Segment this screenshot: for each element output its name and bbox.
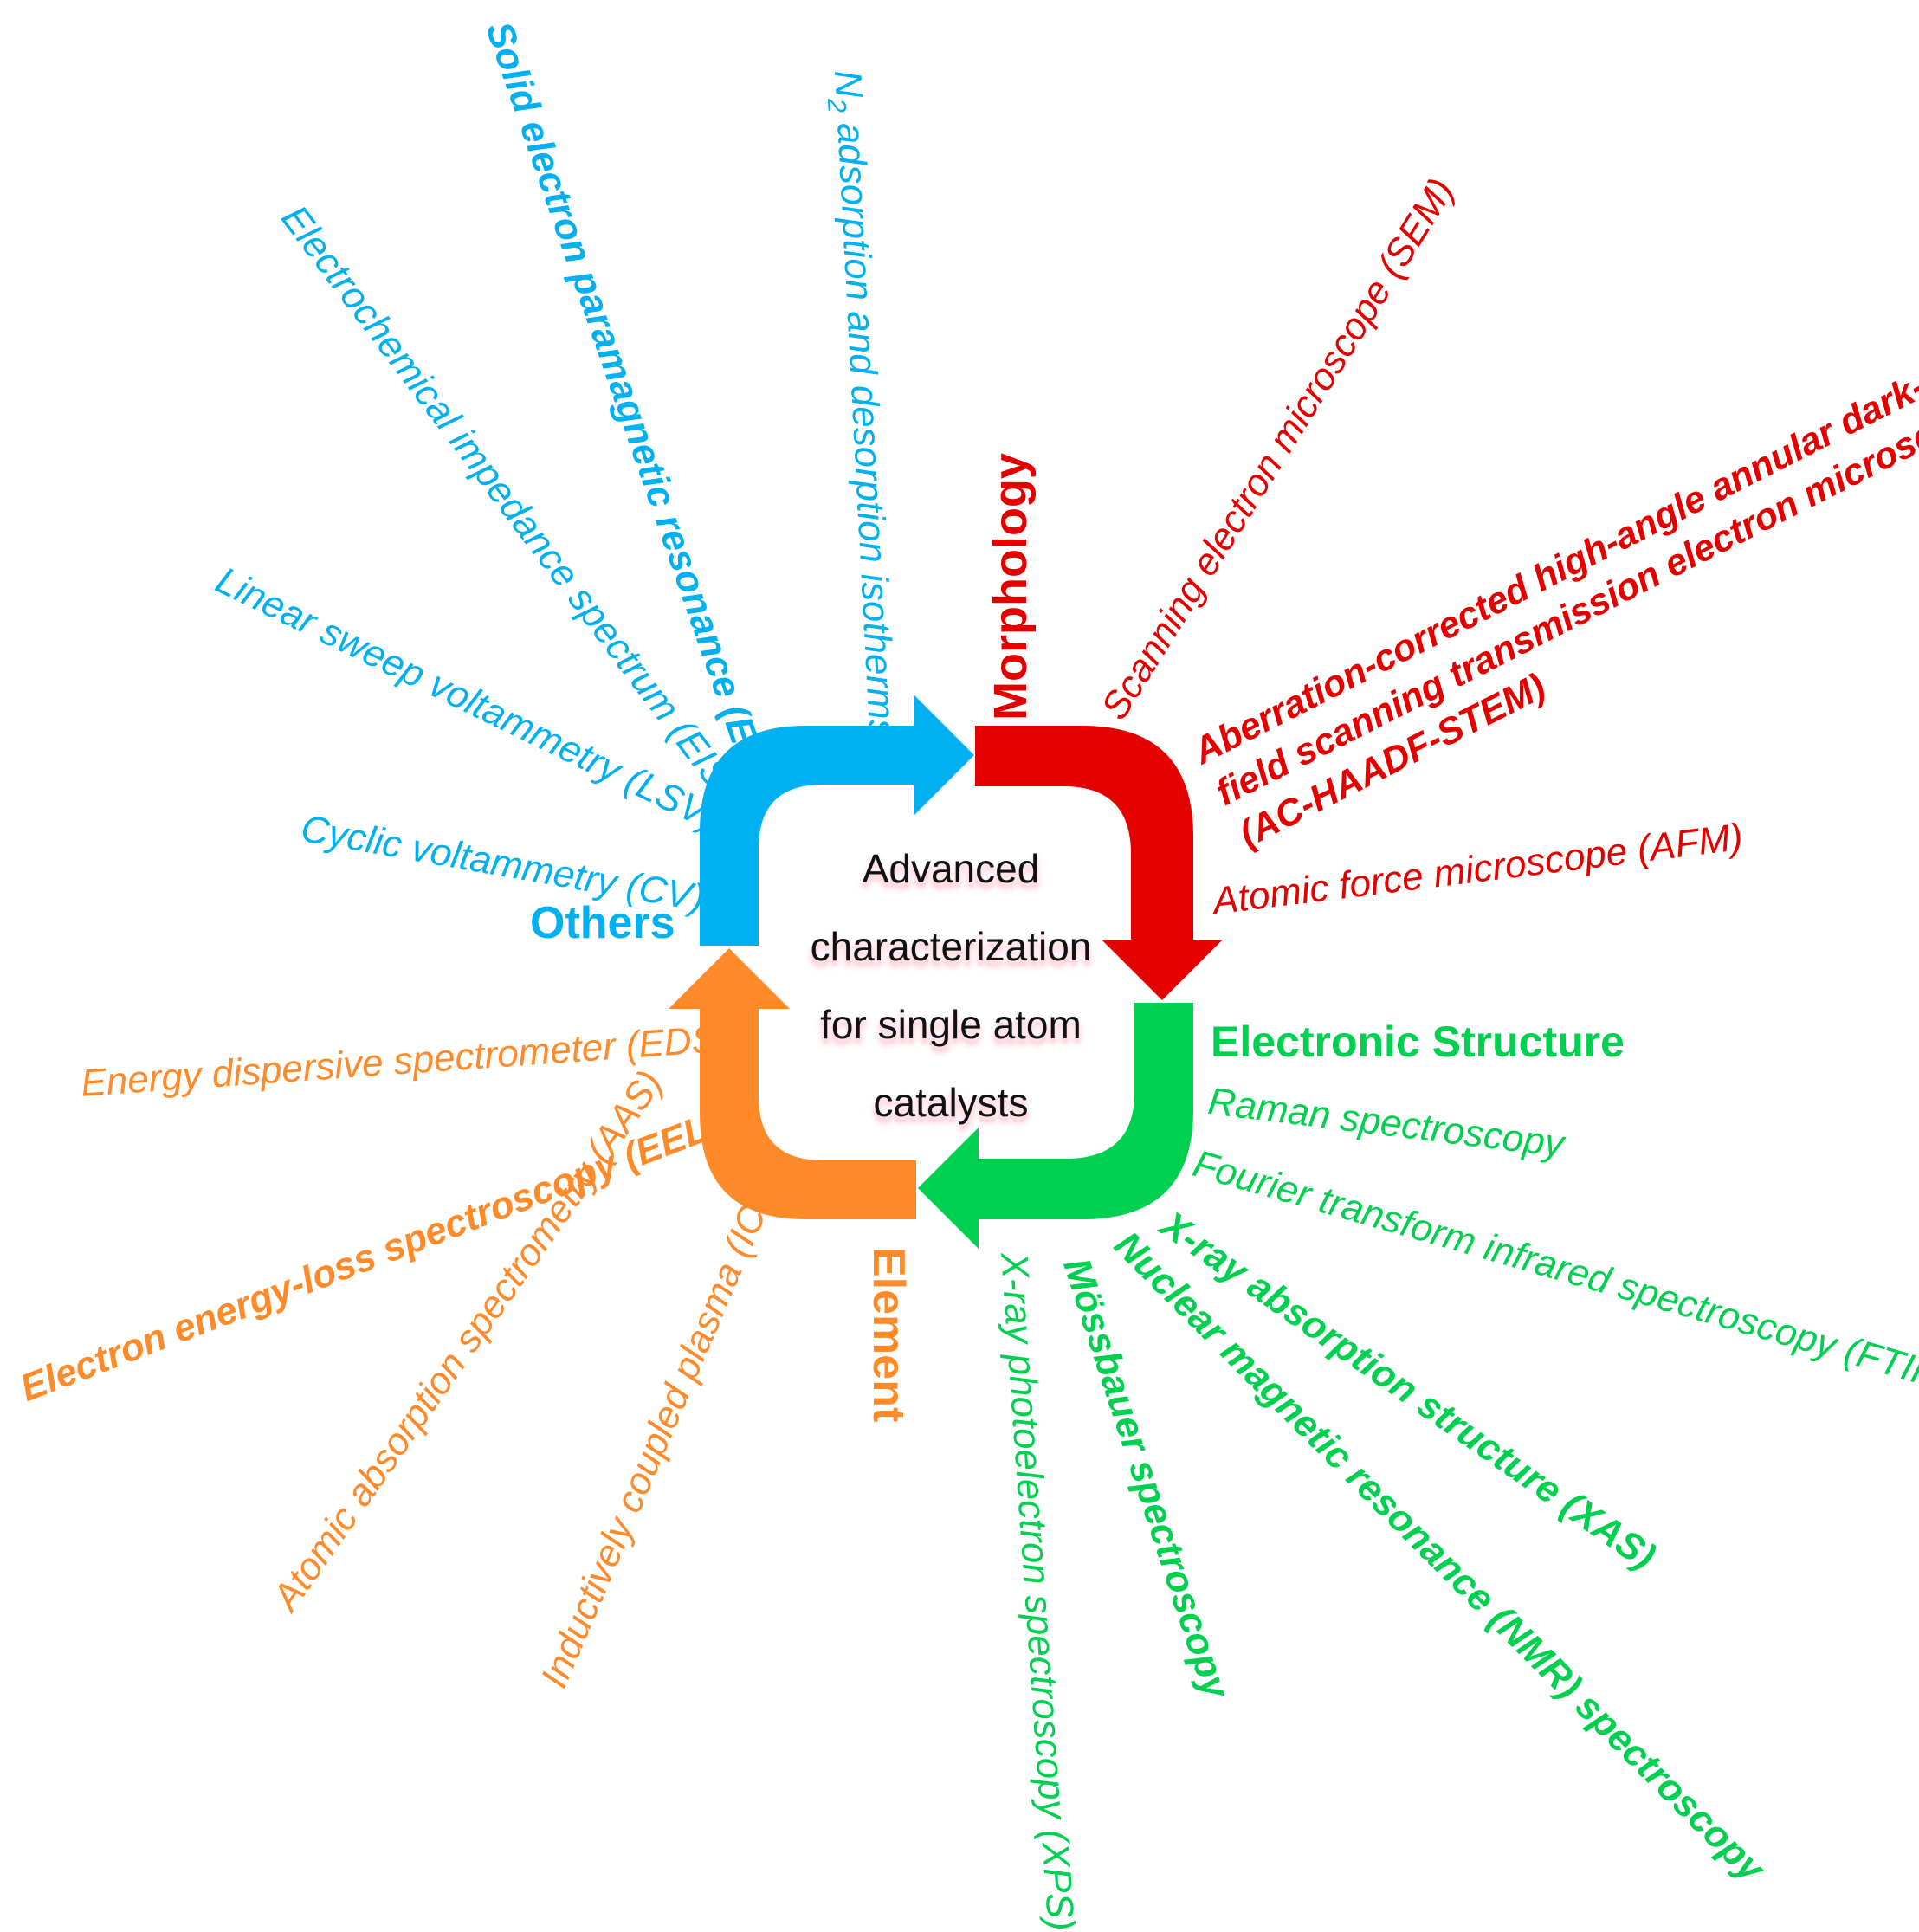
category-morphology: Morphology <box>985 453 1037 720</box>
category-element: Element <box>863 1247 914 1423</box>
cycle-arrows <box>669 695 1223 1249</box>
center-line-1: Advanced <box>862 846 1040 891</box>
morphology-arrow <box>975 726 1223 1000</box>
center-title: Advanced characterization for single ato… <box>752 830 1150 1141</box>
center-line-3: for single atom <box>820 1002 1082 1047</box>
element-arrow <box>669 948 916 1219</box>
center-line-4: catalysts <box>873 1080 1029 1125</box>
category-others: Others <box>530 898 675 948</box>
electronic-arrow <box>918 1003 1193 1249</box>
cycle-diagram: Advanced characterization for single ato… <box>15 16 1919 1932</box>
others-arrow <box>700 695 974 946</box>
category-electronic-structure: Electronic Structure <box>1211 1018 1625 1066</box>
center-line-2: characterization <box>810 924 1092 969</box>
